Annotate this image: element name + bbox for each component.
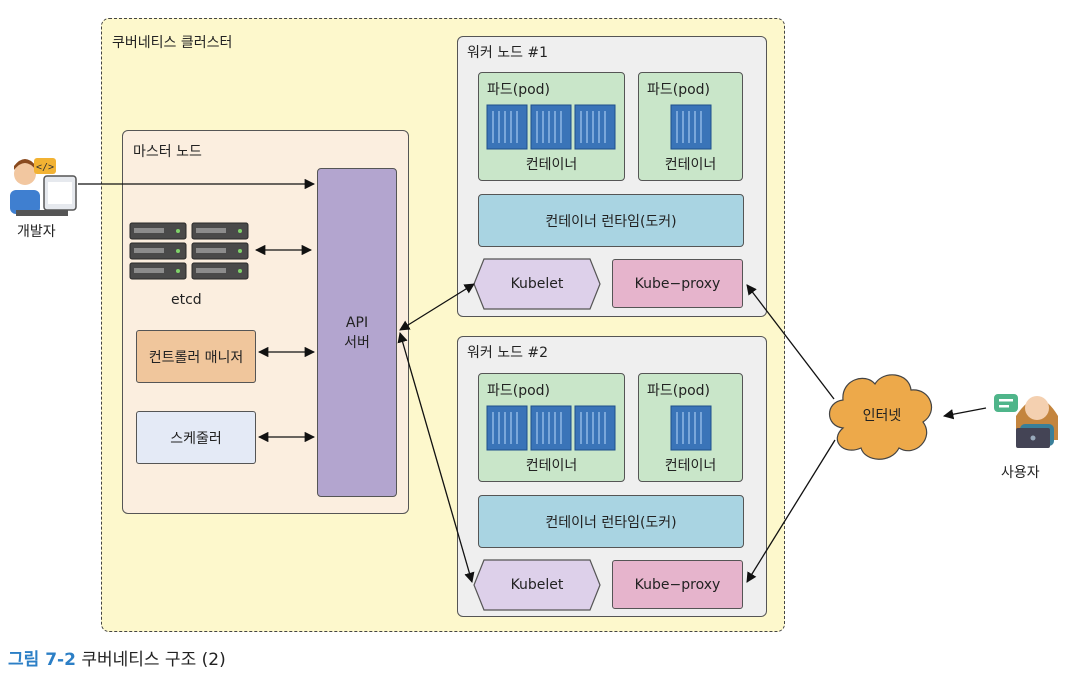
container-label: 컨테이너 bbox=[664, 458, 717, 474]
api-kubelet1-arrow bbox=[399, 283, 475, 331]
figure-caption-text: 쿠버네티스 구조 (2) bbox=[81, 650, 226, 670]
worker-2-kube-proxy: Kube−proxy bbox=[612, 560, 743, 609]
worker-1-kube-proxy: Kube−proxy bbox=[612, 259, 743, 308]
figure-caption: 그림 7-2 쿠버네티스 구조 (2) bbox=[8, 645, 226, 670]
etcd-label: etcd bbox=[171, 292, 202, 308]
api-server-label-line2: 서버 bbox=[344, 334, 370, 351]
worker-node-1-label: 워커 노드 #1 bbox=[467, 45, 549, 61]
internet-cloud-icon bbox=[828, 374, 933, 460]
user-label: 사용자 bbox=[1001, 465, 1040, 481]
worker-2-kubelet: Kubelet bbox=[472, 559, 602, 611]
controller-manager: 컨트롤러 매니저 bbox=[136, 330, 256, 383]
kube-proxy-label: Kube−proxy bbox=[634, 576, 721, 593]
internet-proxy2-arrow bbox=[746, 439, 836, 583]
user-internet-arrow bbox=[942, 407, 987, 420]
container-label: 컨테이너 bbox=[525, 157, 578, 173]
pod-title: 파드(pod) bbox=[487, 82, 551, 98]
container-icon bbox=[486, 405, 616, 451]
api-server: API 서버 bbox=[317, 168, 397, 497]
container-label: 컨테이너 bbox=[525, 458, 578, 474]
kubelet-label: Kubelet bbox=[510, 577, 564, 593]
master-node-label: 마스터 노드 bbox=[133, 144, 202, 160]
internet-proxy1-arrow bbox=[746, 284, 835, 400]
svg-text:</>: </> bbox=[36, 162, 54, 173]
worker-1-kubelet: Kubelet bbox=[472, 258, 602, 310]
container-icon bbox=[670, 104, 712, 150]
figure-number: 그림 7-2 bbox=[8, 650, 76, 670]
pod-title: 파드(pod) bbox=[647, 82, 711, 98]
container-label: 컨테이너 bbox=[664, 157, 717, 173]
runtime-label: 컨테이너 런타임(도커) bbox=[545, 213, 677, 230]
worker-1-container-runtime: 컨테이너 런타임(도커) bbox=[478, 194, 744, 247]
worker-1-pod-1: 파드(pod) 컨테이너 bbox=[478, 72, 625, 181]
api-server-label-line1: API bbox=[345, 314, 369, 331]
pod-title: 파드(pod) bbox=[487, 383, 551, 399]
worker-2-kubelet-shape bbox=[473, 559, 601, 611]
worker-2-container-runtime: 컨테이너 런타임(도커) bbox=[478, 495, 744, 548]
cluster-label: 쿠버네티스 클러스터 bbox=[112, 35, 233, 51]
worker-node-2-label: 워커 노드 #2 bbox=[467, 345, 549, 361]
scheduler-label: 스케줄러 bbox=[170, 430, 222, 447]
kube-proxy-label: Kube−proxy bbox=[634, 275, 721, 292]
container-icon bbox=[486, 104, 616, 150]
user-icon bbox=[994, 394, 1058, 448]
api-kubelet2-arrow bbox=[397, 332, 475, 583]
worker-2-pod-1: 파드(pod) 컨테이너 bbox=[478, 373, 625, 482]
scheduler: 스케줄러 bbox=[136, 411, 256, 464]
etcd-server-icon bbox=[129, 222, 249, 280]
worker-2-pod-2: 파드(pod) 컨테이너 bbox=[638, 373, 743, 482]
controller-manager-label: 컨트롤러 매니저 bbox=[148, 349, 244, 366]
runtime-label: 컨테이너 런타임(도커) bbox=[545, 514, 677, 531]
kubelet-label: Kubelet bbox=[510, 276, 564, 292]
developer-icon: </> bbox=[10, 158, 77, 216]
internet-label: 인터넷 bbox=[862, 408, 902, 424]
container-icon bbox=[670, 405, 712, 451]
pod-title: 파드(pod) bbox=[647, 383, 711, 399]
developer-label: 개발자 bbox=[17, 224, 56, 240]
worker-1-pod-2: 파드(pod) 컨테이너 bbox=[638, 72, 743, 181]
